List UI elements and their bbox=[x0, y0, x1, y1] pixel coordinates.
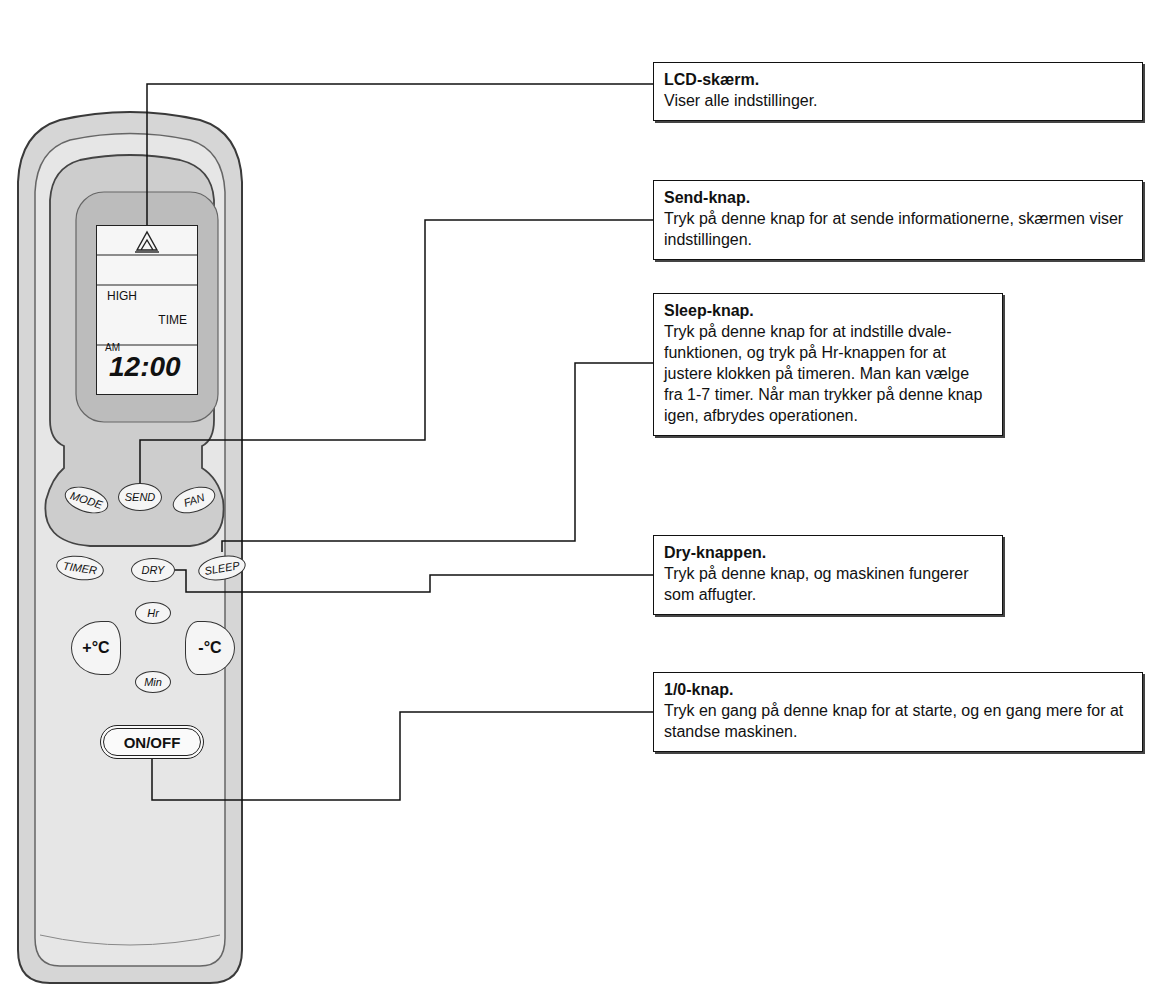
button-label: MODE bbox=[68, 489, 103, 511]
callout-body: Tryk på denne knap for at sende informat… bbox=[664, 208, 1132, 250]
lcd-readout: TIME bbox=[97, 312, 197, 328]
callout-box: Dry-knappen.Tryk på denne knap, og maski… bbox=[653, 535, 1003, 615]
button-label: FAN bbox=[182, 491, 206, 509]
callout-box: Sleep-knap.Tryk på denne knap for at ind… bbox=[653, 293, 1003, 436]
remote-bottom-curve bbox=[40, 935, 220, 945]
remote-button: Min bbox=[135, 671, 171, 693]
leader-line bbox=[175, 570, 653, 592]
button-label: TIMER bbox=[62, 560, 98, 577]
remote-button: Hr bbox=[135, 602, 171, 624]
callout-heading: Sleep-knap. bbox=[664, 300, 992, 321]
screen-frame bbox=[76, 192, 218, 422]
power-button: ON/OFF bbox=[100, 725, 204, 759]
button-label: -°C bbox=[198, 639, 221, 657]
callout-body: Tryk på denne knap, og maskinen fungerer… bbox=[664, 563, 992, 605]
leader-line bbox=[222, 363, 653, 552]
screen-bezel bbox=[45, 155, 223, 546]
lcd-panel bbox=[96, 225, 198, 395]
callout-heading: 1/0-knap. bbox=[664, 679, 1132, 700]
lcd-screen: HIGHTIMEAM12:00 bbox=[96, 225, 198, 395]
leader-line bbox=[147, 84, 653, 225]
callout-body: Tryk en gang på denne knap for at starte… bbox=[664, 700, 1132, 742]
lcd-row-line bbox=[96, 254, 198, 255]
temp-button: +°C bbox=[71, 621, 121, 675]
button-label: Min bbox=[144, 676, 162, 688]
callout-box: Send-knap.Tryk på denne knap for at send… bbox=[653, 180, 1143, 260]
callout-box: 1/0-knap.Tryk en gang på denne knap for … bbox=[653, 672, 1143, 752]
lcd-row-line bbox=[96, 284, 198, 285]
callout-box: LCD-skærm.Viser alle indstillinger. bbox=[653, 62, 1143, 121]
remote-button: MODE bbox=[61, 482, 111, 519]
button-label: ON/OFF bbox=[124, 734, 181, 751]
button-label: SLEEP bbox=[203, 559, 240, 577]
remote-button: FAN bbox=[169, 482, 218, 518]
lcd-mode-icon bbox=[137, 232, 157, 250]
button-label: SEND bbox=[125, 491, 156, 503]
leader-line bbox=[140, 220, 653, 483]
button-label: +°C bbox=[82, 639, 109, 657]
remote-button: TIMER bbox=[55, 553, 106, 583]
callout-heading: LCD-skærm. bbox=[664, 69, 1132, 90]
lcd-readout: 12:00 bbox=[97, 352, 197, 382]
remote-button: SEND bbox=[118, 483, 162, 511]
lcd-readout: HIGH bbox=[97, 288, 197, 304]
callout-heading: Dry-knappen. bbox=[664, 542, 992, 563]
callout-heading: Send-knap. bbox=[664, 187, 1132, 208]
temp-button: -°C bbox=[185, 621, 235, 675]
remote-face bbox=[35, 134, 225, 967]
remote-body bbox=[18, 112, 242, 983]
remote-button: DRY bbox=[131, 558, 175, 582]
button-label: DRY bbox=[142, 564, 165, 576]
remote-button: SLEEP bbox=[196, 552, 247, 584]
leader-line bbox=[152, 712, 653, 800]
button-label: Hr bbox=[147, 607, 159, 619]
callout-body: Viser alle indstillinger. bbox=[664, 90, 1132, 111]
lcd-mode-icon bbox=[135, 251, 159, 252]
callout-body: Tryk på denne knap for at indstille dval… bbox=[664, 321, 992, 426]
